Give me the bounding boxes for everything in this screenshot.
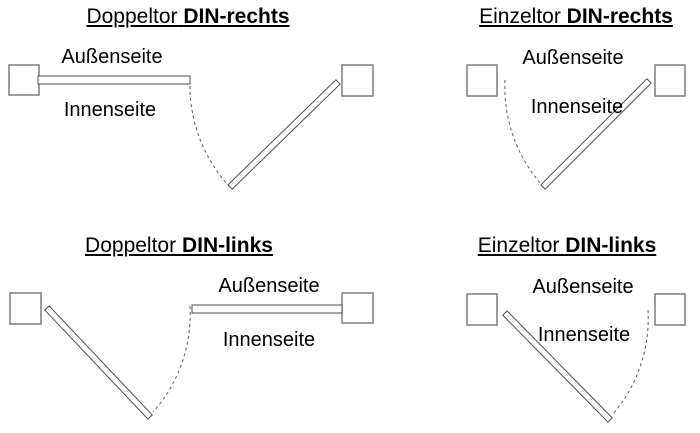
title-din-variant: DIN-rechts [566,5,673,28]
panel-einzeltor-din-rechts-drawing [466,64,686,190]
inside-label: Innenseite [537,324,631,346]
swing-path-arc [152,305,191,413]
gate-post-right [654,64,686,97]
gate-post-right [341,292,374,324]
gate-leaf-open [227,79,341,190]
swing-path-arc [189,79,229,186]
title-din-variant: DIN-links [181,234,273,257]
title-prefix: Doppeltor [85,234,182,257]
panel-title-doppeltor-din-links: Doppeltor DIN-links [85,235,273,257]
panel-einzeltor-din-links-drawing [466,293,686,423]
gate-leaf-open [540,78,652,190]
outside-label: Außenseite [522,47,624,69]
title-din-variant: DIN-links [565,234,657,257]
gate-post-left [9,292,42,325]
outside-label: Außenseite [218,275,320,297]
outside-label: Außenseite [61,46,163,68]
panel-title-einzeltor-din-rechts: Einzeltor DIN-rechts [479,6,673,28]
swing-path-arc [504,79,542,185]
panel-title-doppeltor-din-rechts: Doppeltor DIN-rechts [86,6,289,28]
gate-post-left [466,64,498,97]
title-prefix: Einzeltor [477,234,566,257]
gate-post-left [466,293,498,326]
gate-leaf-open [502,310,613,423]
gate-post-left [8,64,40,96]
inside-label: Innenseite [222,329,316,351]
panel-title-einzeltor-din-links: Einzeltor DIN-links [478,235,657,257]
gate-leaf-closed [191,304,343,314]
gate-post-right [341,64,374,97]
outside-label: Außenseite [532,276,634,298]
swing-path-arc [612,309,649,415]
title-prefix: Doppeltor [86,5,184,28]
inside-label: Innenseite [63,99,157,121]
gate-leaf-open [44,305,153,420]
title-din-variant: DIN-rechts [183,5,290,28]
gate-post-right [654,293,686,326]
title-prefix: Einzeltor [479,5,567,28]
gate-leaf-closed [37,75,191,85]
panel-doppeltor-din-rechts-drawing [8,64,374,190]
inside-label: Innenseite [530,96,624,118]
panel-doppeltor-din-links-drawing [9,292,374,420]
